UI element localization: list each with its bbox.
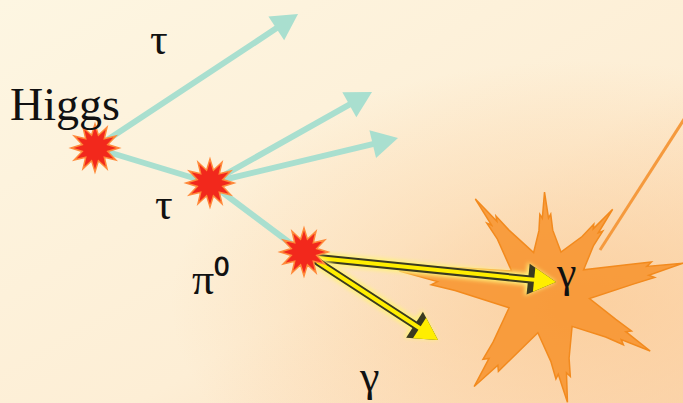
arrow-head: [342, 92, 372, 117]
particle-track: [210, 144, 373, 183]
arrow-head: [369, 130, 398, 158]
particle-symbol: π⁰: [192, 258, 229, 302]
particle-symbol: γ: [557, 251, 576, 295]
particle-symbol: τ: [150, 18, 168, 62]
arrow-head: [406, 312, 438, 340]
particle-track: [318, 262, 420, 328]
arrow-head: [533, 268, 556, 292]
vertex-star: [71, 124, 119, 172]
arrow-head: [413, 318, 438, 340]
vertex-star: [186, 159, 234, 207]
particle-symbol: γ: [360, 355, 379, 399]
particle-track: [95, 148, 210, 183]
leaf-stem: [600, 110, 683, 250]
maple-leaf: [399, 192, 683, 402]
particle-track: [95, 28, 276, 148]
particle-symbol: τ: [155, 183, 173, 227]
particle-name: Higgs: [10, 82, 120, 128]
vertex-star: [280, 228, 328, 276]
arrow-head: [268, 14, 298, 40]
